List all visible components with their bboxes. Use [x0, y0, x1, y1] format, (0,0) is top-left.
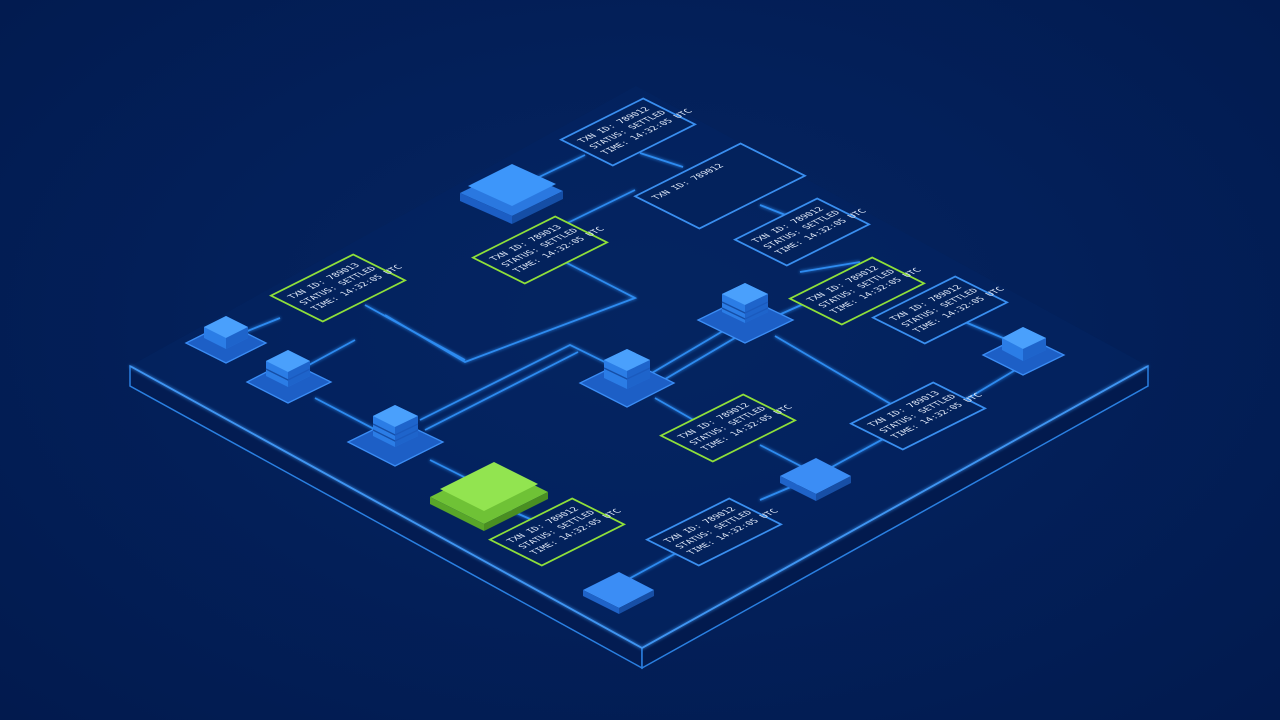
link	[424, 351, 579, 431]
nodes	[184, 164, 1066, 614]
server-stack-icon	[184, 316, 268, 364]
txn-card-frame	[787, 256, 927, 326]
server-stack-icon	[981, 327, 1066, 376]
node-block-icon	[583, 572, 654, 614]
link	[364, 304, 466, 361]
txn-card-frame	[848, 381, 988, 451]
txn-card-frame	[268, 253, 408, 323]
txn-card-frame	[732, 197, 872, 267]
txn-card-frame	[870, 275, 1010, 345]
txn-card-frame	[470, 215, 610, 285]
txn-card-frame	[633, 142, 807, 230]
link	[799, 261, 861, 273]
server-stack-icon	[245, 350, 333, 404]
txn-card-frame	[558, 97, 698, 167]
txn-card-frame	[644, 497, 784, 567]
node-block-icon	[460, 164, 563, 224]
txn-card-frame	[487, 497, 627, 567]
node-block-icon	[430, 462, 548, 531]
server-stack-icon	[578, 349, 676, 408]
server-stack-icon	[696, 283, 795, 344]
link	[639, 152, 684, 168]
server-stack-icon	[346, 405, 445, 467]
txn-card-frame	[658, 393, 798, 463]
node-block-icon	[780, 458, 851, 501]
